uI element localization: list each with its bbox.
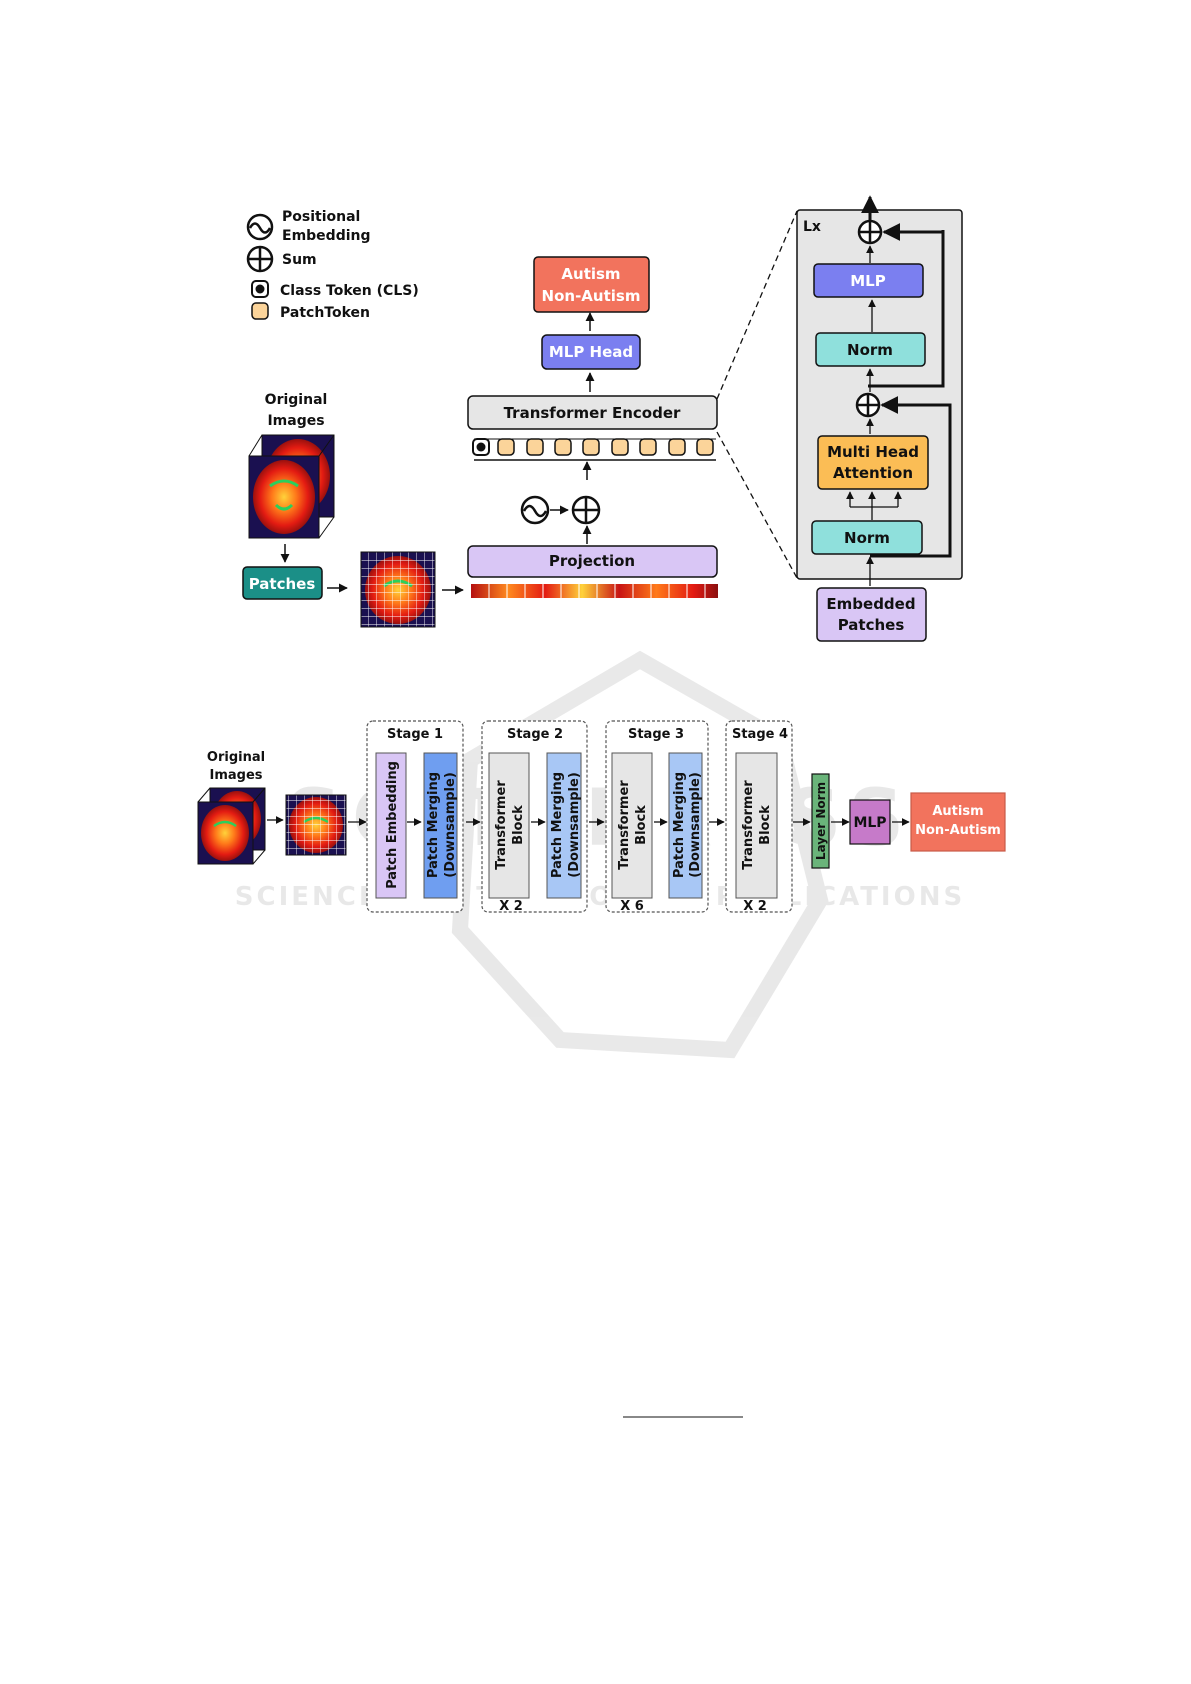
transformer-block-label: Transformer [494,780,509,870]
sum-icon [857,219,883,245]
lx-label: Lx [803,219,821,235]
zoom-line-top [716,210,798,400]
patch-token [526,438,544,456]
embedded-patches-box [816,587,927,642]
transformer-block-box [488,752,530,899]
swin-mlp-label: MLP [853,815,886,831]
legend-sum: Sum [282,252,317,268]
embedded-patches-line1: Embedded [826,595,915,613]
legend-cls: Class Token (CLS) [280,283,419,299]
zoom-line-bottom [716,431,798,579]
patch-token [611,438,629,456]
patch-token [582,438,600,456]
patch-embedding-box [375,752,407,899]
swin-original-images [197,787,266,865]
patch-token [696,438,714,456]
swin-output-non-autism: Non-Autism [915,823,1001,838]
multi-head-attention-box [817,435,929,490]
qkv-arrows [846,491,902,520]
patches-box [242,566,323,600]
swin-output-autism: Autism [932,804,983,819]
swin-mlp-box [849,799,891,845]
vit-output-autism: Autism [561,265,620,283]
stage-4-repeat: X 2 [743,899,767,914]
swin-gridded-image [285,794,347,856]
layer-norm-label: Layer Norm [814,782,828,860]
stage-4-title: Stage 4 [732,727,788,742]
mlp-head-label: MLP Head [549,343,633,361]
mha-label-line1: Multi Head [827,443,919,461]
layer-norm-box [811,773,830,869]
vit-output-box [533,256,650,313]
stage-3-repeat: X 6 [620,899,644,914]
patch-token [668,438,686,456]
legend-patch: PatchToken [280,305,370,321]
projection-label: Projection [549,552,635,570]
patch-sequence-strip [471,584,718,598]
vit-original-images [248,434,335,539]
mha-label-line2: Attention [833,464,913,482]
sum-icon [246,245,274,273]
watermark-subtitle: SCIENCE AND TECHNOLOGY PUBLICATIONS [235,882,965,912]
positional-embedding-icon [246,213,274,241]
patch-sequence-dividers [488,584,706,598]
mlp-head-box [541,334,641,370]
cls-token-icon [251,280,269,298]
stage-2-title: Stage 2 [507,727,563,742]
transformer-block-box [735,752,778,899]
detail-mlp-label: MLP [850,272,885,290]
legend-positional-line1: Positional [282,209,360,225]
downsample-label: (Downsample) [567,772,582,878]
patches-label: Patches [249,575,316,593]
downsample-label: (Downsample) [688,772,703,878]
transformer-block-box [611,752,653,899]
transformer-encoder-box [467,395,718,430]
patch-merging-box [423,752,458,899]
positional-embedding-op [520,495,601,525]
vit-gridded-image [360,551,436,628]
patch-token-icon [251,302,269,320]
detail-norm-bottom-label: Norm [844,529,890,547]
projection-box [467,545,718,578]
patch-token [639,438,657,456]
residual-connection-bottom [870,396,952,558]
embedded-patches-line2: Patches [838,616,905,634]
vit-original-label-2: Images [267,413,324,429]
transformer-block-label: Block [634,805,649,845]
transformer-block-label: Transformer [741,780,756,870]
patch-embedding-label: Patch Embedding [385,761,400,889]
downsample-label: (Downsample) [443,772,458,878]
vit-original-label-1: Original [265,392,328,408]
residual-connection-top [868,230,945,388]
patch-token [554,438,572,456]
stage-1-title: Stage 1 [387,727,443,742]
transformer-encoder-label: Transformer Encoder [504,404,681,422]
patch-merging-label: Patch Merging [550,772,565,878]
transformer-block-label: Transformer [617,780,632,870]
detail-norm-top-box [815,332,926,367]
legend: Positional Embedding Sum Class Token (CL… [246,209,419,321]
swin-output-box [910,792,1006,852]
patch-merging-box [668,752,703,899]
legend-positional-line2: Embedding [282,228,371,244]
token-row [472,438,716,461]
swin-original-label-1: Original [207,750,265,765]
patch-merging-label: Patch Merging [672,772,687,878]
transformer-block-label: Block [758,805,773,845]
sum-icon [855,392,881,418]
patch-token [497,438,515,456]
stage-2-repeat: X 2 [499,899,523,914]
vit-output-non-autism: Non-Autism [542,287,641,305]
transformer-block-label: Block [511,805,526,845]
stage-3-title: Stage 3 [628,727,684,742]
patch-merging-label: Patch Merging [426,772,441,878]
detail-norm-top-label: Norm [847,341,893,359]
patch-merging-box [546,752,582,899]
detail-norm-bottom-box [811,520,923,555]
swin-original-label-2: Images [209,768,262,783]
detail-mlp-box [813,263,924,298]
